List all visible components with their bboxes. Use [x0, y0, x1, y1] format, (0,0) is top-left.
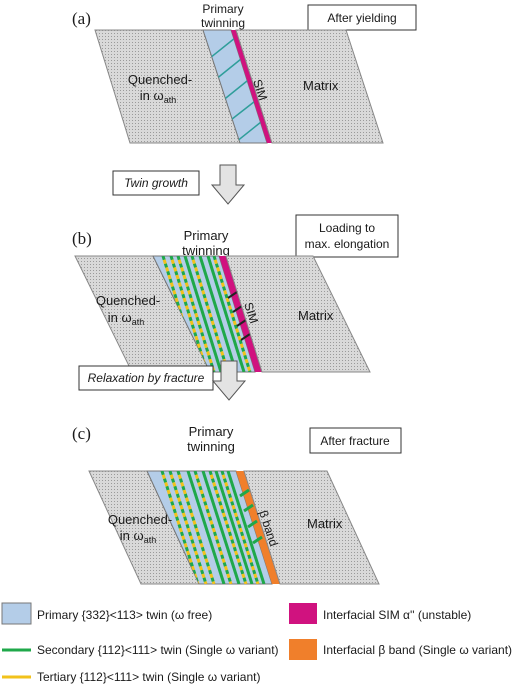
panel-a: (a) Primary twinning After yielding Quen…	[72, 2, 417, 144]
panel-c: (c) Primary twinning After fracture	[72, 424, 402, 585]
sim-label: SIM	[250, 78, 270, 103]
sim-label: SIM	[241, 301, 261, 326]
legend-swatch-sim	[289, 603, 317, 624]
legend-swatch-primary	[1, 602, 32, 625]
stage-label: After fracture	[320, 434, 390, 448]
quenched-label: Quenched-	[108, 512, 172, 527]
primary-twinning-title: Primary	[189, 424, 234, 439]
stage-box	[307, 4, 417, 31]
twin-bands	[160, 471, 266, 584]
legend: Primary {332}<113> twin (ω free) Seconda…	[1, 602, 512, 684]
panel-b: (b) Primary twinning Loading to max. elo…	[72, 214, 399, 373]
matrix-label: Matrix	[303, 78, 339, 93]
primary-twinning-title: twinning	[201, 16, 245, 30]
down-arrow-icon	[211, 360, 247, 401]
transition-twin-growth: Twin growth	[112, 164, 246, 205]
quenched-label: in ωath	[140, 88, 176, 105]
beta-band-striations	[239, 488, 263, 545]
transition-label: Relaxation by fracture	[88, 371, 205, 385]
transition-box	[112, 170, 200, 196]
beta-band	[236, 471, 280, 584]
legend-label: Tertiary {112}<111> twin (Single ω varia…	[37, 670, 261, 684]
sim-band	[219, 256, 262, 372]
panel-label: (b)	[72, 229, 92, 248]
stage-label: After yielding	[327, 11, 396, 25]
legend-swatch-beta	[289, 639, 317, 660]
quenched-label: Quenched-	[128, 72, 192, 87]
stage-label: max. elongation	[305, 237, 390, 251]
legend-label: Primary {332}<113> twin (ω free)	[37, 608, 212, 622]
transition-label: Twin growth	[124, 176, 188, 190]
quenched-label: in ωath	[120, 528, 156, 545]
panel-label: (a)	[72, 9, 91, 28]
transition-box	[78, 365, 214, 391]
quenched-label: in ωath	[108, 310, 144, 327]
matrix-region	[225, 255, 371, 373]
primary-twinning-title: twinning	[187, 439, 235, 454]
matrix-label: Matrix	[307, 516, 343, 531]
transition-relaxation: Relaxation by fracture	[78, 360, 247, 401]
stage-box	[295, 214, 399, 258]
primary-twinning-title: twinning	[182, 243, 230, 258]
down-arrow-icon	[210, 164, 246, 205]
panel-label: (c)	[72, 424, 91, 443]
sim-striations	[227, 291, 251, 341]
stage-box	[309, 427, 402, 454]
legend-label: Interfacial SIM α'' (unstable)	[323, 608, 471, 622]
stage-label: Loading to	[319, 221, 375, 235]
primary-twinning-title: Primary	[184, 228, 229, 243]
sim-band	[231, 30, 272, 143]
legend-label: Secondary {112}<111> twin (Single ω vari…	[37, 643, 279, 657]
matrix-label: Matrix	[298, 308, 334, 323]
legend-label: Interfacial β band (Single ω variant)	[323, 643, 512, 657]
matrix-region	[235, 29, 384, 144]
matrix-region	[243, 470, 380, 585]
primary-twinning-title: Primary	[202, 2, 243, 16]
quenched-label: Quenched-	[96, 293, 160, 308]
